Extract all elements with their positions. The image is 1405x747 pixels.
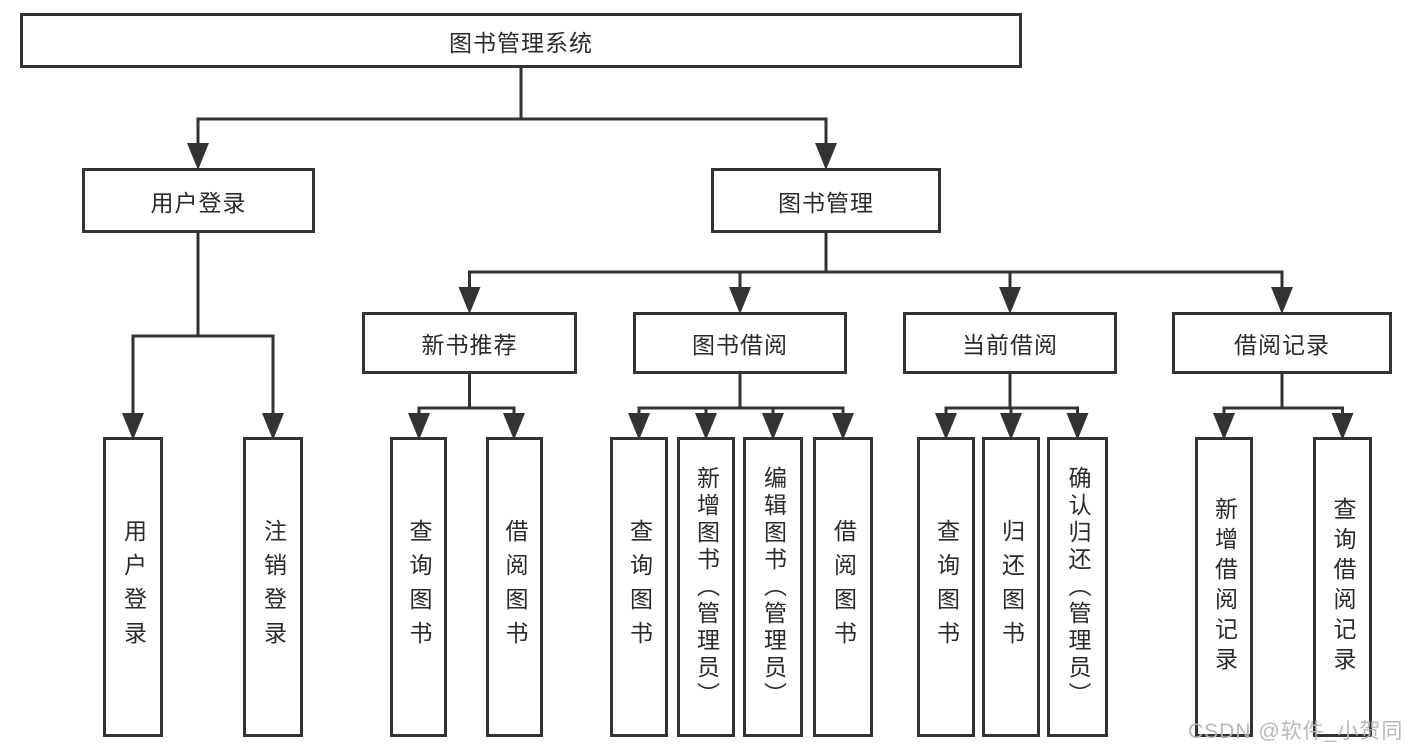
node-label: 当前借阅 [962, 332, 1058, 358]
leaf-label: 查询借阅记录 [1330, 497, 1356, 677]
arrow-down-icon [1000, 413, 1022, 440]
node-book-borrow: 图书借阅 [633, 312, 847, 374]
leaf-label: 借阅图书 [502, 519, 528, 655]
node-label: 图书管理 [778, 189, 874, 216]
arrow-down-icon [935, 413, 957, 440]
arrow-down-icon [729, 287, 751, 314]
node-current-borrow: 当前借阅 [903, 312, 1117, 374]
node-book-management: 图书管理 [711, 168, 941, 233]
leaf-label: 新增图书（管理员） [693, 465, 720, 709]
leaf-record-query: 查询借阅记录 [1313, 437, 1372, 737]
node-user-login: 用户登录 [82, 168, 315, 233]
leaf-label: 查询图书 [933, 519, 960, 655]
arrow-down-icon [1331, 413, 1354, 440]
node-label: 新书推荐 [421, 332, 518, 358]
arrow-down-icon [695, 413, 717, 440]
arrow-down-icon [832, 413, 854, 440]
leaf-record-add: 新增借阅记录 [1195, 437, 1253, 737]
leaf-label: 注销登录 [260, 519, 287, 655]
arrow-down-icon [503, 413, 525, 440]
leaf-label: 查询图书 [406, 519, 432, 655]
arrow-down-icon [1271, 287, 1293, 314]
leaf-label: 新增借阅记录 [1211, 497, 1238, 677]
arrow-down-icon [458, 287, 481, 314]
leaf-user-login: 用户登录 [103, 437, 163, 737]
node-borrow-record: 借阅记录 [1172, 312, 1392, 374]
arrow-down-icon [999, 287, 1021, 314]
leaf-borrow-query-book: 查询图书 [610, 437, 668, 737]
arrow-down-icon [122, 413, 144, 440]
leaf-current-query-book: 查询图书 [917, 437, 975, 737]
arrow-down-icon [408, 413, 430, 440]
node-new-book-recommend: 新书推荐 [362, 312, 577, 374]
leaf-label: 用户登录 [120, 519, 147, 655]
node-label: 图书管理系统 [449, 29, 593, 56]
leaf-current-confirm-return-admin: 确认归还（管理员） [1047, 437, 1108, 737]
leaf-label: 查询图书 [626, 519, 653, 655]
leaf-borrow-add-book-admin: 新增图书（管理员） [677, 437, 735, 737]
leaf-borrow-borrow-book: 借阅图书 [813, 437, 873, 737]
leaf-borrow-edit-book-admin: 编辑图书（管理员） [743, 437, 803, 737]
arrow-down-icon [762, 413, 784, 440]
csdn-watermark: CSDN @软件_小贺同学 [1188, 720, 1404, 743]
leaf-current-return-book: 归还图书 [982, 437, 1040, 737]
leaf-label: 借阅图书 [830, 519, 857, 655]
leaf-label: 确认归还（管理员） [1065, 465, 1091, 709]
arrow-down-icon [1066, 413, 1089, 440]
leaf-logout: 注销登录 [243, 437, 303, 737]
arrow-down-icon [628, 413, 650, 440]
node-label: 图书借阅 [692, 332, 788, 358]
arrow-down-icon [262, 413, 284, 440]
node-root-library-system: 图书管理系统 [20, 13, 1022, 68]
arrow-down-icon [1213, 413, 1235, 440]
leaf-recommend-query-book: 查询图书 [390, 437, 447, 737]
leaf-label: 归还图书 [998, 519, 1025, 655]
leaf-recommend-borrow-book: 借阅图书 [486, 437, 543, 737]
arrow-down-icon [815, 143, 837, 170]
leaf-label: 编辑图书（管理员） [760, 465, 787, 709]
arrow-down-icon [187, 143, 209, 170]
node-label: 借阅记录 [1234, 332, 1330, 358]
node-label: 用户登录 [150, 189, 247, 216]
